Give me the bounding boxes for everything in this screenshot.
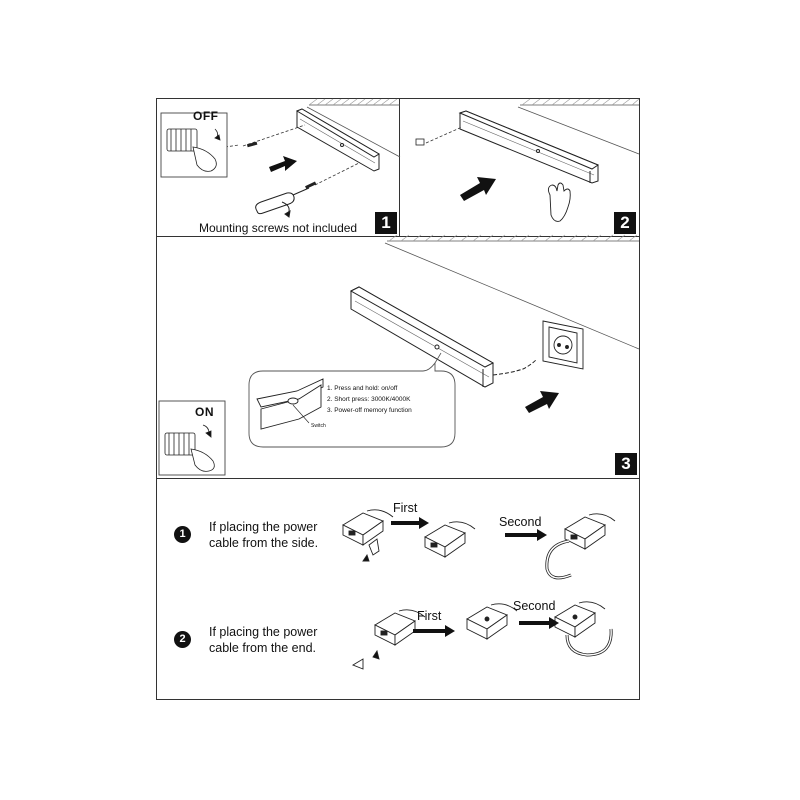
switch-callout-bubble — [248, 361, 456, 448]
cable-options-panel: 1 If placing the power cable from the si… — [157, 479, 639, 699]
end-cap-first-end — [466, 603, 518, 640]
direction-arrow — [269, 156, 297, 172]
instruction-sheet: OFF Mounting screws not included 1 — [156, 98, 640, 700]
switch-instruction-1: 1. Press and hold: on/off — [327, 385, 398, 392]
step-2-panel: 2 — [400, 98, 640, 237]
step-3-illustration — [158, 234, 640, 476]
second-arrow — [519, 617, 559, 629]
first-arrow — [391, 517, 429, 529]
first-arrow — [413, 625, 455, 637]
light-bar — [349, 286, 495, 388]
second-label: Second — [513, 599, 556, 613]
option-side-text: If placing the power cable from the side… — [209, 520, 319, 550]
end-cap-detail-side — [342, 509, 394, 562]
end-cap-second-side — [545, 513, 616, 580]
switch-instruction-2: 2. Short press: 3000K/4000K — [327, 396, 411, 403]
switch-closeup — [256, 378, 324, 430]
direction-arrow — [525, 391, 559, 413]
wall-outlet — [542, 320, 584, 370]
power-cable — [492, 358, 538, 376]
switch-state-label: OFF — [193, 109, 219, 123]
end-cap-first-side — [424, 521, 476, 558]
second-label: Second — [499, 515, 542, 529]
option-number-badge: 1 — [174, 526, 191, 543]
end-cap-second-end — [554, 601, 613, 657]
step-1-panel: OFF Mounting screws not included 1 — [157, 98, 401, 237]
switch-callout-label: Switch — [311, 423, 326, 429]
second-arrow — [505, 529, 547, 541]
step-1-illustration — [160, 98, 401, 218]
light-bar — [458, 110, 600, 184]
switch-state-label: ON — [195, 405, 214, 419]
direction-arrow — [460, 177, 496, 201]
step-2-illustration — [415, 98, 640, 222]
hand-icon — [547, 182, 571, 222]
cable-options-illustration — [342, 509, 616, 670]
first-label: First — [417, 609, 442, 623]
step-number-badge: 1 — [375, 212, 397, 234]
switch-instruction-3: 3. Power-off memory function — [327, 407, 412, 414]
step-number-badge: 3 — [615, 453, 637, 475]
option-number-badge: 2 — [174, 631, 191, 648]
end-cap-detail-end — [351, 609, 426, 670]
hand-switch-off — [166, 128, 221, 172]
first-label: First — [393, 501, 418, 515]
option-end-text: If placing the power cable from the end. — [209, 625, 318, 655]
screwdriver — [255, 187, 310, 218]
hand-switch-on — [164, 424, 215, 472]
light-bar — [295, 108, 380, 172]
step-number-badge: 2 — [614, 212, 636, 234]
mounting-screws-note: Mounting screws not included — [199, 221, 358, 235]
step-3-panel: ON 1. Press and hold: on/off 2. Short pr… — [157, 234, 640, 479]
